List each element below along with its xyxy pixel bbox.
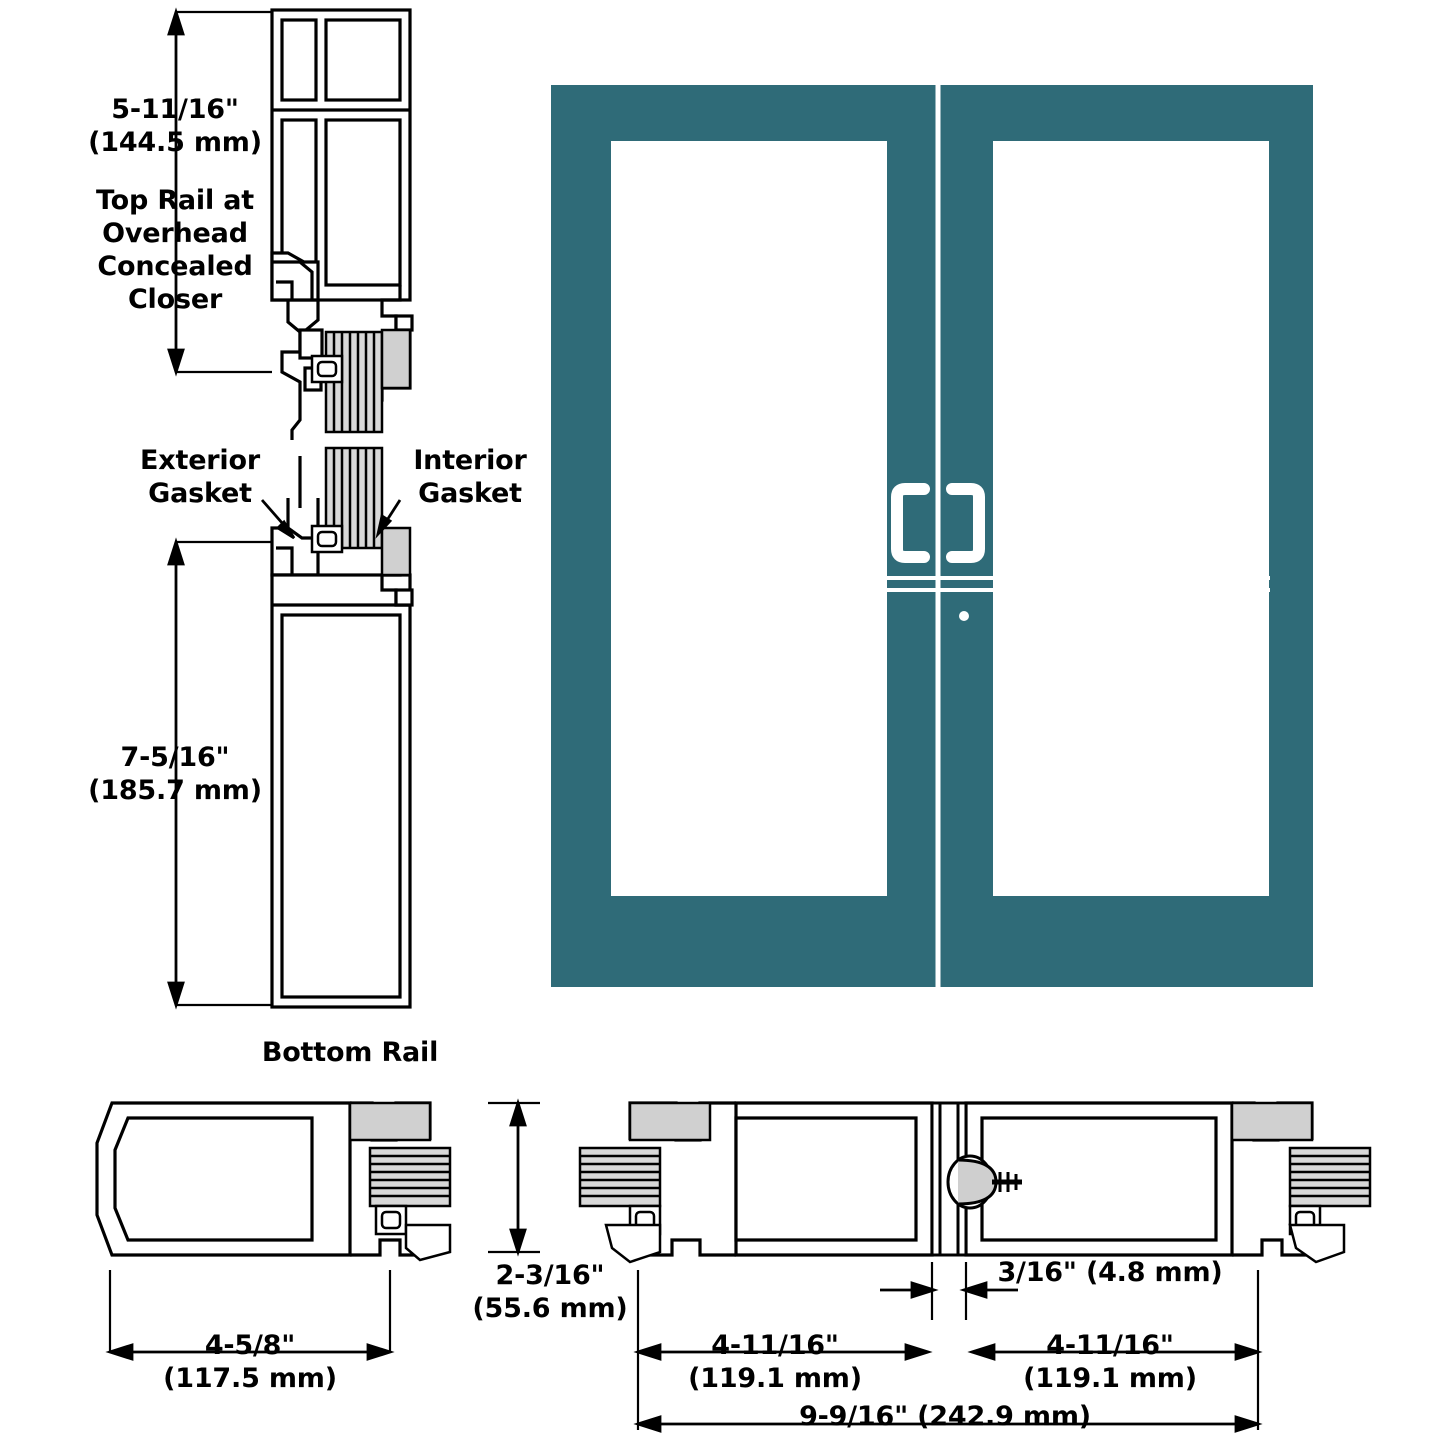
meeting-stiles-gasket-hatch xyxy=(578,1101,1372,1264)
interior-gasket-label-line-2: Gasket xyxy=(418,478,522,509)
meeting-stile-gap-dimension: 3/16" (4.8 mm) xyxy=(997,1257,1223,1288)
bottom-rail-section xyxy=(270,456,414,1009)
top-rail-dimension-line xyxy=(167,7,272,377)
meeting-total-dimension: 9-9/16" (242.9 mm) xyxy=(799,1401,1091,1432)
top-rail-gasket-hatch xyxy=(310,330,384,434)
bottom-rail-dimension-mm: (185.7 mm) xyxy=(88,775,262,806)
exterior-gasket-label-line-2: Gasket xyxy=(148,478,252,509)
stile-depth-dimension-line xyxy=(105,1270,395,1361)
meeting-stile-interlock xyxy=(930,1101,1022,1257)
exterior-gasket-label-line-1: Exterior xyxy=(140,445,260,476)
meeting-left-mm: (119.1 mm) xyxy=(688,1363,862,1394)
meeting-right-dimension-line xyxy=(967,1270,1263,1430)
meeting-gap-dimension-line xyxy=(880,1262,1018,1320)
stile-thickness-dimension-line xyxy=(488,1098,540,1257)
top-rail-dimension-mm: (144.5 mm) xyxy=(88,127,262,158)
interior-gasket-label-line-1: Interior xyxy=(413,445,527,476)
stile-thickness-mm: (55.6 mm) xyxy=(472,1293,628,1324)
stile-thickness-inches: 2-3/16" xyxy=(495,1260,605,1291)
exterior-gasket-leader xyxy=(260,499,296,540)
meeting-total-dimension-line xyxy=(633,1415,1263,1433)
top-rail-section xyxy=(270,8,414,440)
stile-depth-mm: (117.5 mm) xyxy=(163,1363,337,1394)
door-elevation xyxy=(551,85,1313,987)
interior-gasket-leader xyxy=(375,499,402,539)
top-rail-caption-line-1: Top Rail at xyxy=(96,185,254,216)
bottom-rail-gasket-hatch xyxy=(310,446,412,577)
meeting-left-inches: 4-11/16" xyxy=(711,1330,839,1361)
meeting-right-inches: 4-11/16" xyxy=(1046,1330,1174,1361)
meeting-right-mm: (119.1 mm) xyxy=(1023,1363,1197,1394)
top-rail-closer-shading xyxy=(380,328,412,390)
bottom-rail-caption: Bottom Rail xyxy=(261,1037,439,1068)
stile-gasket-hatch xyxy=(348,1101,452,1262)
bottom-rail-dimension-line xyxy=(167,537,272,1010)
meeting-left-dimension-line xyxy=(633,1270,933,1430)
stile-depth-inches: 4-5/8" xyxy=(204,1330,296,1361)
